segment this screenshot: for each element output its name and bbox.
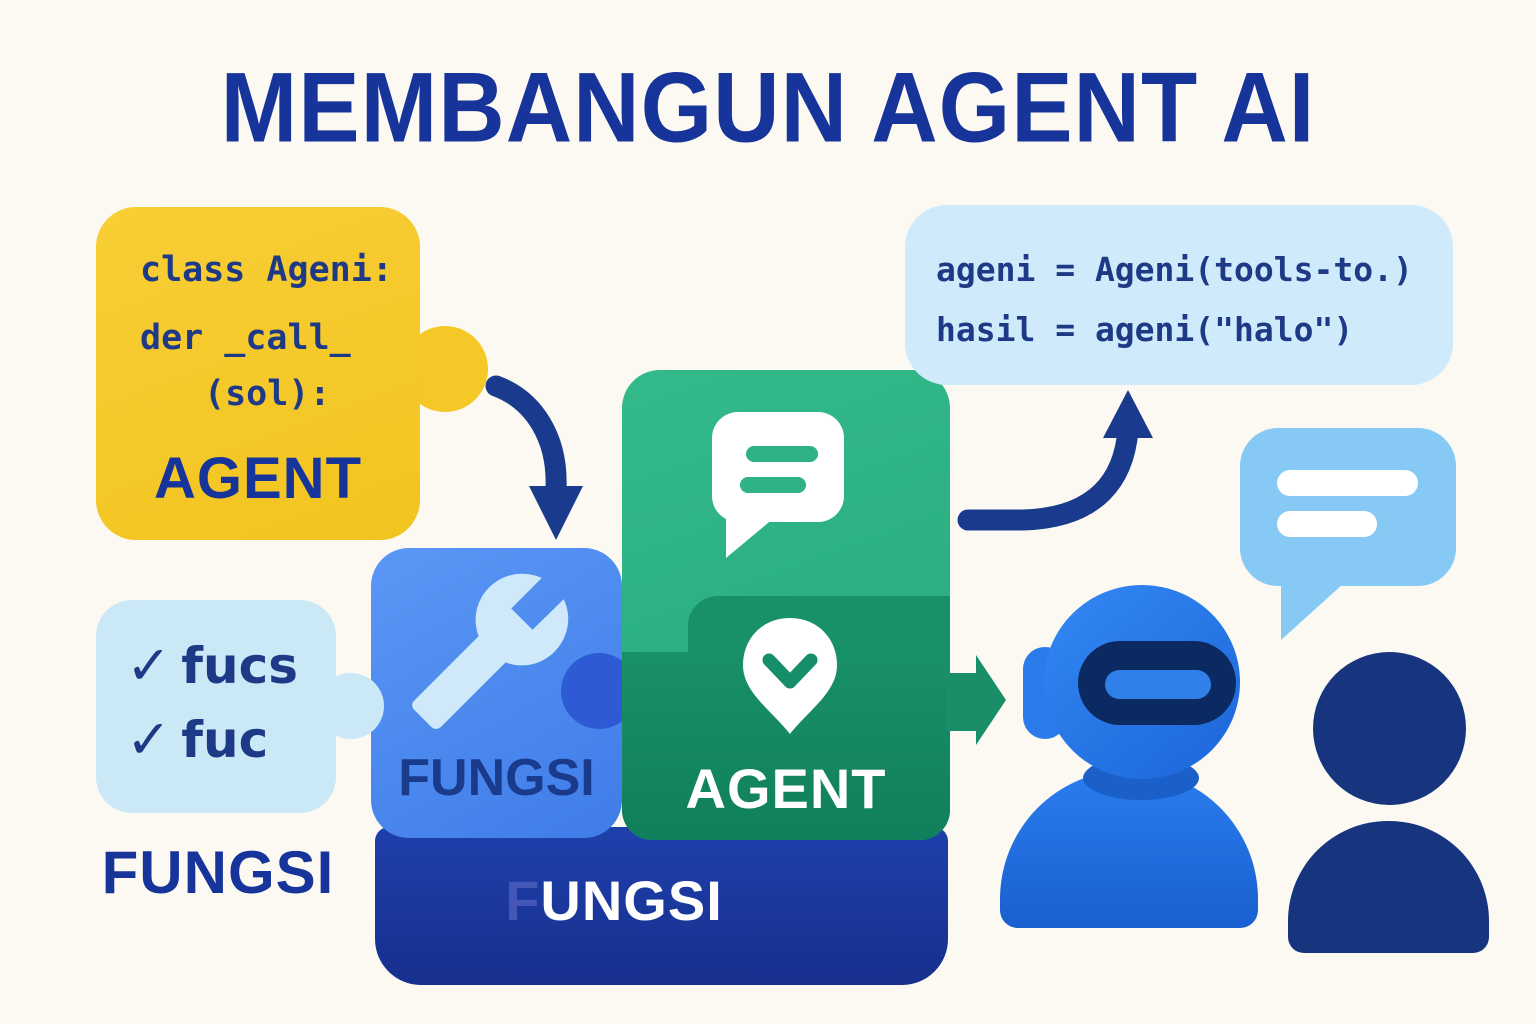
chat-bubble-tail	[726, 518, 774, 558]
base-puzzle-piece	[375, 827, 948, 985]
wrench-icon	[412, 573, 569, 729]
class-code-line: class Ageni:	[140, 250, 393, 290]
class-code-line: (sol):	[204, 374, 331, 414]
usage-code-line: ageni = Ageni(tools-to.)	[936, 250, 1413, 289]
chat-bubble-icon	[712, 412, 844, 522]
check-icon: ✓	[126, 708, 172, 771]
page-title: MEMBANGUN AGENT AI	[220, 52, 1316, 164]
base-piece-label: FUNGSI	[375, 868, 853, 933]
arrow-right-head	[976, 655, 1006, 745]
chat-text-line	[746, 446, 818, 462]
function-list-caption: FUNGSI	[101, 839, 335, 906]
base-piece-label-rest: UNGSI	[540, 869, 723, 932]
function-list-item-label: fuc	[181, 710, 269, 769]
arrow-right-icon	[946, 673, 976, 731]
user-chat-bubble-icon	[1240, 428, 1456, 586]
class-card-label: AGENT	[154, 446, 362, 511]
class-code-card	[96, 207, 420, 540]
arrow-down-icon	[485, 375, 583, 540]
class-code-line: der _call_	[140, 318, 351, 358]
pin-check-icon	[743, 618, 837, 734]
arrow-up-icon	[957, 390, 1153, 531]
function-list-item: ✓ fuc	[126, 708, 268, 771]
user-avatar-head	[1313, 652, 1466, 805]
user-avatar-body	[1288, 821, 1489, 953]
function-list-item-label: fucs	[181, 636, 298, 695]
chat-text-line	[1277, 511, 1377, 537]
check-icon: ✓	[126, 634, 172, 697]
robot-visor-slit	[1105, 670, 1211, 699]
chat-text-line	[1277, 470, 1418, 496]
usage-code-line: hasil = ageni("halo")	[936, 310, 1354, 349]
function-list-card	[96, 600, 336, 813]
usage-code-card	[905, 205, 1453, 385]
chat-text-line	[740, 477, 806, 493]
agent-piece-label: AGENT	[685, 757, 887, 820]
function-piece-label: FUNGSI	[398, 749, 595, 807]
base-piece-label-prefix: F	[505, 869, 541, 932]
user-chat-bubble-tail	[1281, 584, 1343, 640]
function-list-item: ✓ fucs	[126, 634, 298, 697]
